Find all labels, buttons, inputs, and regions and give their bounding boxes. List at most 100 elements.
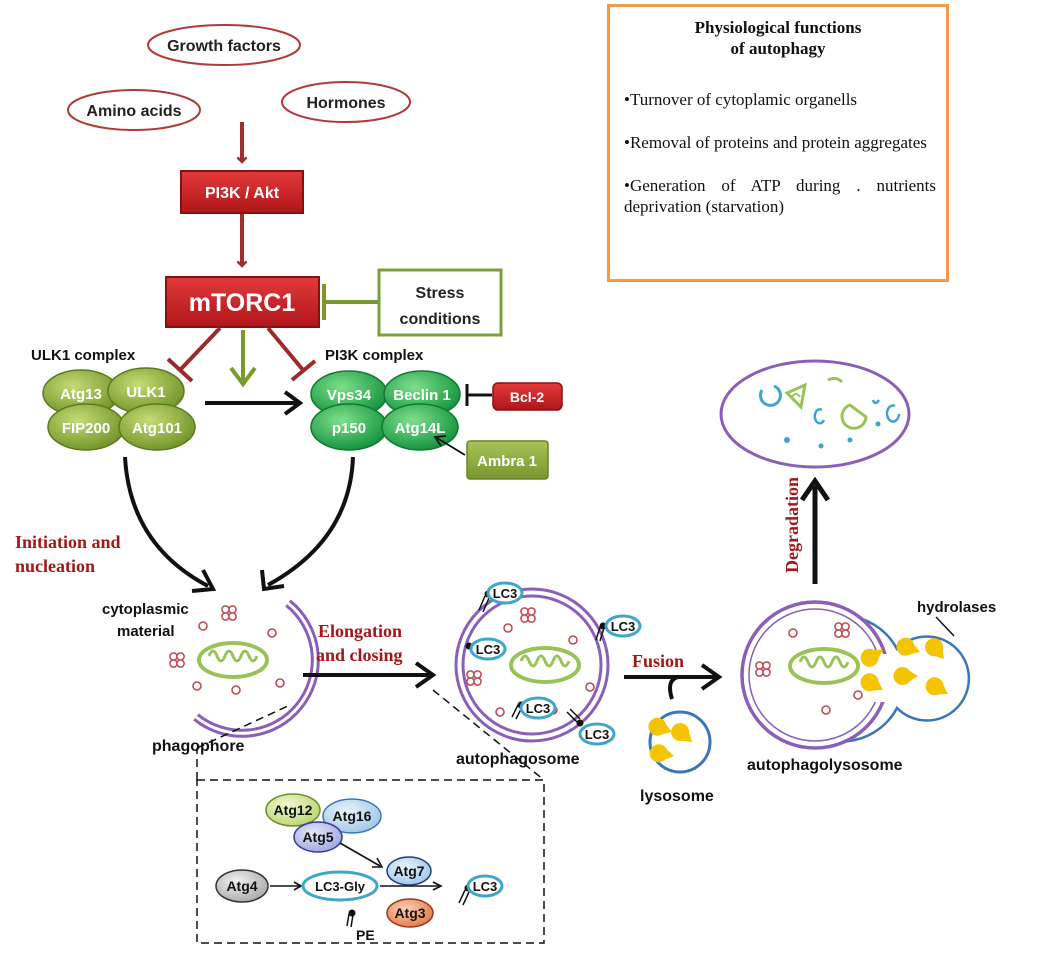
svg-text:LC3: LC3: [585, 727, 610, 742]
degradation-products: [719, 359, 911, 469]
info-title-line2: of autophagy: [730, 39, 826, 58]
lc3-marker: LC3: [566, 708, 616, 746]
lc3gly-to-lc3-arrow: [380, 881, 443, 891]
info-item-removal: •Removal of proteins and protein aggrega…: [624, 133, 927, 152]
inset-connector-left: [196, 704, 291, 780]
pi3k-complex-label: PI3K complex: [325, 347, 424, 364]
atg13-label: Atg13: [60, 386, 102, 403]
svg-text:Bcl-2: Bcl-2: [510, 389, 544, 405]
mtorc1-inhibits-ulk1: [166, 326, 222, 383]
ulk1-to-pi3k-arrow: [205, 390, 304, 416]
mtorc1-to-pi3k-green-arrow: [229, 330, 257, 388]
lysosome-label: lysosome: [640, 788, 714, 805]
atg7-node: Atg7: [386, 856, 432, 886]
cytoplasmic-material-line2: material: [117, 623, 175, 640]
hydrolases-pointer: [935, 616, 955, 637]
info-item-atp: •Generation of ATP during . nutrients de…: [624, 176, 936, 216]
mtorc1-inhibits-pi3k: [266, 326, 317, 382]
atg12-node: Atg12: [265, 793, 321, 827]
atg4-to-lc3gly-arrow: [270, 881, 303, 891]
hormones-node: Hormones: [281, 81, 411, 123]
svg-text:PI3K / Akt: PI3K / Akt: [205, 185, 280, 202]
atg5-atg16-to-atg7-arrow: [339, 842, 384, 868]
svg-text:Atg5: Atg5: [302, 829, 333, 845]
svg-text:LC3: LC3: [611, 619, 636, 634]
lc3-marker: LC3: [478, 581, 524, 613]
pi3k-complex: Vps34 Beclin 1 p150 Atg14L: [310, 370, 461, 451]
ambra1-to-pi3k-arrow: [433, 435, 466, 456]
bcl2-box: Bcl-2: [492, 382, 563, 411]
beclin1-label: Beclin 1: [393, 387, 451, 404]
svg-text:PE: PE: [356, 927, 375, 943]
autophagosome: [454, 587, 610, 743]
svg-text:Amino acids: Amino acids: [86, 103, 181, 120]
info-item-turnover: •Turnover of cytoplamic organells: [624, 90, 858, 109]
ulk1-label: ULK1: [126, 384, 165, 401]
svg-text:LC3-Gly: LC3-Gly: [315, 879, 366, 894]
svg-text:LC3: LC3: [476, 642, 501, 657]
stress-inhibition: [322, 284, 378, 320]
fip200-label: FIP200: [62, 420, 110, 437]
info-title-line1: Physiological functions: [694, 18, 862, 37]
svg-text:Ambra 1: Ambra 1: [477, 453, 537, 470]
atg16-node: Atg16: [322, 798, 382, 834]
svg-text:Growth factors: Growth factors: [167, 38, 281, 55]
cytoplasmic-material-line1: cytoplasmic: [102, 601, 189, 618]
autophagolysosome: [740, 600, 971, 750]
fusion-label: Fusion: [632, 651, 684, 671]
phagophore: [169, 599, 320, 738]
svg-text:mTORC1: mTORC1: [189, 289, 296, 317]
ambra1-box: Ambra 1: [466, 440, 549, 480]
svg-text:LC3: LC3: [473, 879, 498, 894]
atg101-label: Atg101: [132, 420, 182, 437]
lc3-gly-node: LC3-Gly: [301, 870, 379, 902]
lc3-marker: LC3: [595, 614, 642, 642]
svg-text:Atg16: Atg16: [333, 808, 372, 824]
elongation-label-line1: Elongation: [318, 621, 402, 641]
vps34-label: Vps34: [327, 387, 372, 404]
svg-text:LC3: LC3: [526, 701, 551, 716]
p150-label: p150: [332, 420, 366, 437]
lc3-marker: LC3: [511, 696, 557, 720]
pi3k-to-phagophore-arrow: [260, 456, 355, 592]
phagophore-label: phagophore: [152, 738, 245, 755]
svg-text:LC3: LC3: [493, 586, 518, 601]
svg-text:Atg12: Atg12: [274, 802, 313, 818]
conjugation-inset: [196, 779, 545, 944]
ulk1-to-phagophore-arrow: [123, 456, 217, 593]
elongation-arrow: [303, 661, 437, 689]
hydrolases-label: hydrolases: [917, 599, 996, 616]
ulk1-complex: Atg13 ULK1 FIP200 Atg101: [42, 367, 196, 451]
svg-text:Hormones: Hormones: [306, 95, 385, 112]
stress-conditions-box: Stress conditions: [377, 268, 503, 337]
atg3-node: Atg3: [386, 898, 434, 928]
initiation-label-line2: nucleation: [15, 556, 95, 576]
degradation-label: Degradation: [782, 477, 802, 573]
physiological-functions-box: Physiological functions of autophagy •Tu…: [607, 4, 949, 282]
bcl2-inhibition: [465, 384, 492, 406]
autophagolysosome-label: autophagolysosome: [747, 757, 903, 774]
elongation-label-line2: and closing: [316, 645, 403, 665]
atg4-node: Atg4: [215, 869, 269, 903]
lysosome: [645, 710, 712, 774]
initiation-label-line1: Initiation and: [15, 532, 121, 552]
inset-connector-right: [432, 689, 545, 781]
degradation-arrow: [799, 476, 831, 584]
pe-marker: PE: [346, 909, 375, 943]
svg-text:Atg3: Atg3: [394, 905, 425, 921]
lc3-pe-product: LC3: [458, 874, 504, 906]
fusion-arrow: [624, 663, 723, 700]
atg5-node: Atg5: [293, 821, 343, 853]
growth-factors-node: Growth factors: [147, 24, 301, 66]
svg-text:conditions: conditions: [400, 311, 481, 328]
atg14l-label: Atg14L: [395, 420, 446, 437]
ulk1-complex-label: ULK1 complex: [31, 347, 136, 364]
svg-text:Stress: Stress: [416, 285, 465, 302]
amino-acids-node: Amino acids: [67, 89, 201, 131]
svg-text:Atg7: Atg7: [393, 863, 424, 879]
mtorc1-box: mTORC1: [165, 276, 320, 328]
pi3k-akt-box: PI3K / Akt: [180, 170, 304, 214]
lc3-marker: LC3: [465, 637, 507, 661]
